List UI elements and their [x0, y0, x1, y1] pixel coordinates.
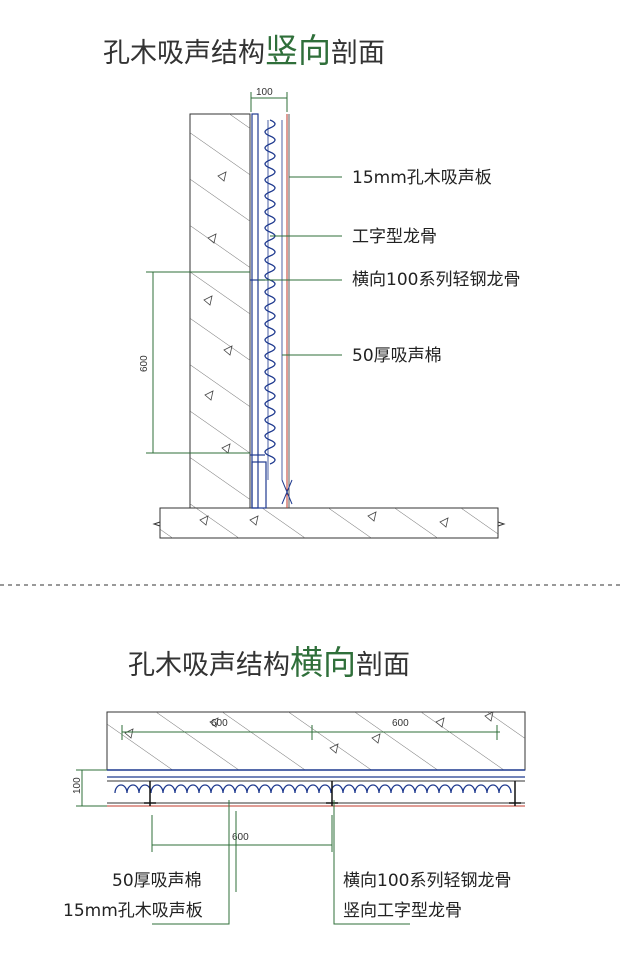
horizontal-i-studs	[144, 781, 521, 806]
vertical-label-i-stud: 工字型龙骨	[352, 227, 437, 247]
vertical-label-panel: 15mm孔木吸声板	[352, 168, 492, 188]
vertical-label-steel-keel: 横向100系列轻钢龙骨	[352, 270, 520, 290]
vertical-studs	[250, 113, 267, 509]
horizontal-dim-top-left-label: 600	[211, 718, 228, 729]
horizontal-dim-side: 100	[72, 769, 107, 807]
concrete-wall	[189, 113, 251, 509]
vertical-label-insulation: 50厚吸声棉	[352, 346, 442, 366]
floor-slab	[152, 507, 506, 539]
horizontal-dim-bottom-label: 600	[232, 832, 249, 843]
horizontal-steel-keel	[107, 769, 525, 782]
horizontal-wall	[106, 711, 526, 771]
horizontal-insulation	[114, 784, 512, 794]
horizontal-label-panel: 15mm孔木吸声板	[63, 901, 203, 921]
vertical-title: 孔木吸声结构竖向剖面	[103, 31, 385, 70]
horizontal-dim-side-label: 100	[72, 777, 83, 794]
horizontal-dim-top-right-label: 600	[392, 718, 409, 729]
horizontal-label-steel-keel: 横向100系列轻钢龙骨	[343, 871, 511, 891]
vertical-insulation	[264, 119, 276, 465]
horizontal-dim-top: 600 600	[121, 718, 500, 740]
vertical-dim-top-label: 100	[256, 87, 273, 98]
horizontal-label-i-stud: 竖向工字型龙骨	[343, 901, 462, 921]
vertical-dim-top: 100	[250, 87, 288, 112]
vertical-section: 孔木吸声结构竖向剖面	[103, 31, 520, 539]
horizontal-section: 孔木吸声结构横向剖面 600 600	[63, 643, 526, 925]
horizontal-dim-bottom: 600	[151, 815, 333, 852]
vertical-dim-side-label: 600	[139, 355, 150, 372]
vertical-dim-side: 600	[139, 271, 250, 454]
horizontal-title: 孔木吸声结构横向剖面	[128, 643, 410, 682]
horizontal-label-insulation: 50厚吸声棉	[112, 871, 202, 891]
